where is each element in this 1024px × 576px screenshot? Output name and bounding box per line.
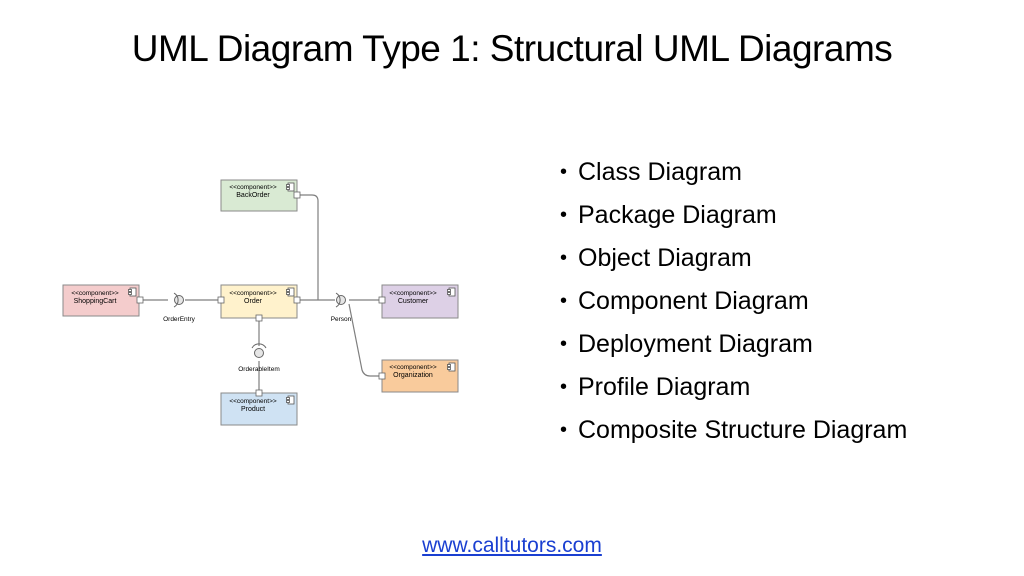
list-item-label: Package Diagram — [578, 201, 777, 229]
stereotype-text: <<component>> — [389, 290, 437, 297]
component-icon — [286, 182, 295, 192]
component-label: Organization — [393, 372, 433, 379]
port — [293, 296, 301, 304]
component-label: Product — [241, 406, 265, 413]
list-item: • Deployment Diagram — [560, 328, 907, 371]
component-customer: <<component>> Customer — [378, 284, 459, 319]
bullet-icon: • — [560, 419, 568, 441]
component-icon — [128, 287, 137, 297]
port — [255, 389, 263, 397]
bullet-icon: • — [560, 161, 568, 183]
bullet-icon: • — [560, 333, 568, 355]
component-icon — [286, 287, 295, 297]
list-item-label: Deployment Diagram — [578, 330, 813, 358]
component-organization: <<component>> Organization — [378, 359, 459, 393]
interface-orderentry: OrderEntry — [163, 292, 196, 323]
component-order: <<component>> Order — [217, 284, 301, 322]
connector-lines — [140, 194, 383, 392]
component-label: Customer — [398, 298, 429, 305]
port — [255, 314, 263, 322]
list-item-label: Object Diagram — [578, 244, 752, 272]
stereotype-text: <<component>> — [389, 364, 437, 371]
interface-person: Person — [331, 292, 352, 323]
component-diagram: <<component>> BackOrder <<component>> Sh… — [62, 179, 459, 426]
interface-label: Person — [331, 316, 352, 323]
component-icon — [447, 362, 456, 372]
bullet-icon: • — [560, 247, 568, 269]
stereotype-text: <<component>> — [229, 398, 277, 405]
list-item-label: Class Diagram — [578, 158, 742, 186]
connector-person-organization — [348, 303, 383, 377]
interface-label: OrderEntry — [163, 316, 196, 323]
website-link[interactable]: www.calltutors.com — [422, 534, 602, 557]
component-label: ShoppingCart — [74, 298, 117, 305]
list-item: • Component Diagram — [560, 285, 907, 328]
stereotype-text: <<component>> — [229, 184, 277, 191]
list-item-label: Component Diagram — [578, 287, 809, 315]
slide-title: UML Diagram Type 1: Structural UML Diagr… — [131, 28, 893, 69]
list-item: • Profile Diagram — [560, 371, 907, 414]
list-item: • Class Diagram — [560, 156, 907, 199]
bullet-icon: • — [560, 290, 568, 312]
port — [378, 296, 386, 304]
diagram-type-list: • Class Diagram • Package Diagram • Object … — [560, 156, 907, 457]
port — [378, 372, 386, 380]
component-backorder: <<component>> BackOrder — [220, 179, 301, 212]
list-item-label: Profile Diagram — [578, 373, 751, 401]
interface-label: OrderableItem — [238, 366, 280, 373]
bullet-icon: • — [560, 204, 568, 226]
component-icon — [286, 395, 295, 405]
bullet-icon: • — [560, 376, 568, 398]
list-item: • Object Diagram — [560, 242, 907, 285]
footer: www.calltutors.com — [0, 534, 1024, 558]
stereotype-text: <<component>> — [71, 290, 119, 297]
component-icon — [447, 287, 456, 297]
list-item: • Composite Structure Diagram — [560, 414, 907, 457]
stereotype-text: <<component>> — [229, 290, 277, 297]
list-item-label: Composite Structure Diagram — [578, 416, 908, 444]
component-label: BackOrder — [236, 192, 270, 199]
component-product: <<component>> Product — [220, 389, 298, 426]
interface-orderableitem: OrderableItem — [238, 343, 280, 373]
connector-backorder-person — [296, 194, 319, 300]
port — [293, 191, 301, 199]
list-item: • Package Diagram — [560, 199, 907, 242]
component-label: Order — [244, 298, 263, 305]
port — [217, 296, 225, 304]
component-shoppingcart: <<component>> ShoppingCart — [62, 284, 144, 317]
port — [136, 296, 144, 304]
